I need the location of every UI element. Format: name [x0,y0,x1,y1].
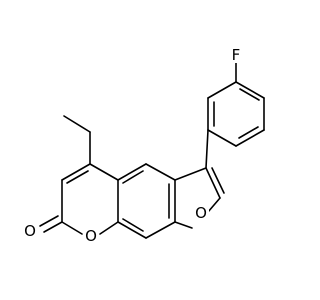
pyranone-oxygen-label: O [85,227,97,245]
furan-ring [174,167,225,229]
molecule-diagram: F O O O [22,46,265,245]
bond [174,167,207,181]
bond [207,129,237,147]
bond [235,129,265,147]
bond [145,221,176,239]
double-bond [238,126,259,139]
carbonyl-oxygen-label: O [24,222,36,240]
ethyl-bond [63,115,91,133]
double-bond [122,170,144,184]
bond [207,81,237,99]
bond [61,163,91,181]
pyranone-ring [61,163,119,235]
fluorine-label: F [232,46,241,64]
bond [174,221,193,229]
atom-label-fluorine: F [229,46,243,64]
atom-label-furan-oxygen: O [193,204,209,222]
double-bond [211,167,225,194]
carbonyl-bond [43,221,63,233]
atom-label-pyranone-oxygen: O [83,227,99,245]
bond [145,163,176,181]
bond [61,221,83,235]
double-bond [239,88,260,101]
fluorophenyl-ring [207,81,265,147]
central-benzene-ring [117,163,176,239]
bond [205,167,221,199]
double-bond [122,218,144,232]
bond [207,197,221,213]
bond [235,81,265,99]
furan-oxygen-label: O [195,204,207,222]
carbonyl-double-bond [39,215,59,227]
bond [117,221,147,239]
bond [117,163,147,181]
bond [89,163,119,181]
double-bond [66,170,89,184]
structure-canvas: F O O O [22,46,265,245]
atom-label-carbonyl-oxygen: O [22,222,38,240]
bond-aryl-furan [205,129,209,169]
bond [99,221,119,235]
